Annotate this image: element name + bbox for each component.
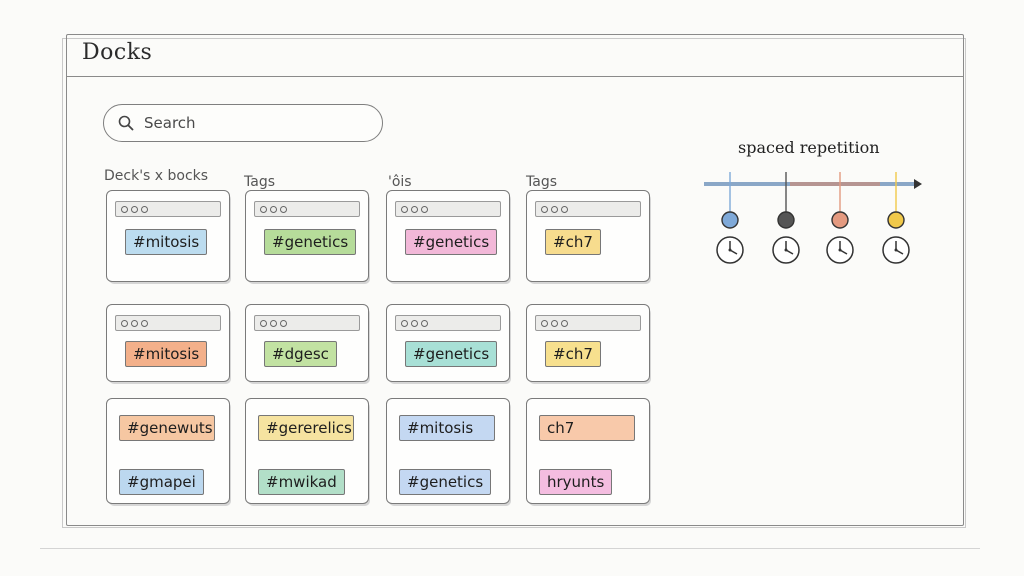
tag-chip[interactable]: #genetics (264, 229, 357, 255)
tag-chip[interactable]: hryunts (539, 469, 613, 495)
timeline-title: spaced repetition (738, 138, 880, 157)
window-dot-icon (561, 319, 568, 327)
window-dot-icon (280, 205, 287, 213)
clock-icon (826, 236, 854, 264)
card-title-bar (535, 315, 641, 331)
tag-chip[interactable]: #ch7 (545, 229, 601, 255)
window-dot-icon (551, 319, 558, 327)
tag-chip[interactable]: #dgesc (264, 341, 337, 367)
tag-chip[interactable]: ch7 (539, 415, 635, 441)
window-dot-icon (131, 205, 138, 213)
tag-chip[interactable]: #genewuts (119, 415, 215, 441)
tag-chip[interactable]: #mitosis (125, 341, 208, 367)
tag-chip[interactable]: #gmapei (119, 469, 204, 495)
app-window (66, 34, 964, 526)
window-dot-icon (121, 319, 128, 327)
app-title: Docks (82, 40, 153, 65)
window-dot-icon (551, 205, 558, 213)
card-title-bar (115, 315, 221, 331)
card-title-bar (395, 315, 501, 331)
deck-card[interactable]: #ch7 (526, 304, 650, 382)
tag-chip[interactable]: #genetics (405, 229, 498, 255)
timeline-marker-dot[interactable] (887, 211, 905, 229)
tag-chip[interactable]: #genetics (405, 341, 498, 367)
header-divider (66, 76, 964, 77)
deck-card[interactable]: #dgesc (245, 304, 369, 382)
deck-card[interactable]: #mitosis #genetics (386, 398, 510, 504)
spaced-repetition-timeline (704, 172, 922, 264)
timeline-arrow-icon (914, 179, 922, 189)
window-dot-icon (260, 319, 267, 327)
timeline-marker-dot[interactable] (721, 211, 739, 229)
column-label-tags-2: Tags (526, 174, 557, 190)
tag-chip[interactable]: #gererelics (258, 415, 354, 441)
tag-chip[interactable]: #genetics (399, 469, 492, 495)
window-dot-icon (141, 319, 148, 327)
deck-card[interactable]: #genetics (245, 190, 369, 282)
deck-card[interactable]: #mitosis (106, 190, 230, 282)
deck-card[interactable]: #gererelics #mwikad (245, 398, 369, 504)
search-box[interactable] (103, 104, 383, 142)
card-title-bar (254, 201, 360, 217)
timeline-marker-dot[interactable] (777, 211, 795, 229)
search-icon (118, 115, 134, 131)
timeline-marker-dot[interactable] (831, 211, 849, 229)
window-dot-icon (401, 205, 408, 213)
tag-chip[interactable]: #mitosis (125, 229, 208, 255)
card-title-bar (395, 201, 501, 217)
card-title-bar (254, 315, 360, 331)
deck-card[interactable]: #ch7 (526, 190, 650, 282)
window-dot-icon (270, 205, 277, 213)
deck-card[interactable]: ch7 hryunts (526, 398, 650, 504)
search-input[interactable] (142, 113, 346, 133)
column-label-3: 'ôis (388, 174, 412, 190)
window-dot-icon (141, 205, 148, 213)
tag-chip[interactable]: #mwikad (258, 469, 345, 495)
card-title-bar (115, 201, 221, 217)
window-dot-icon (121, 205, 128, 213)
deck-card[interactable]: #genewuts #gmapei (106, 398, 230, 504)
deck-card[interactable]: #mitosis (106, 304, 230, 382)
clock-icon (882, 236, 910, 264)
column-label-tags: Tags (244, 174, 275, 190)
deck-card[interactable]: #genetics (386, 190, 510, 282)
window-dot-icon (421, 205, 428, 213)
window-dot-icon (411, 205, 418, 213)
window-dot-icon (411, 319, 418, 327)
window-dot-icon (561, 205, 568, 213)
window-dot-icon (280, 319, 287, 327)
window-dot-icon (541, 319, 548, 327)
deck-card[interactable]: #genetics (386, 304, 510, 382)
window-dot-icon (401, 319, 408, 327)
window-dot-icon (260, 205, 267, 213)
column-label-decks: Deck's x bocks (104, 168, 209, 184)
card-title-bar (535, 201, 641, 217)
bottom-divider (40, 548, 980, 549)
tag-chip[interactable]: #ch7 (545, 341, 601, 367)
clock-icon (772, 236, 800, 264)
clock-icon (716, 236, 744, 264)
tag-chip[interactable]: #mitosis (399, 415, 495, 441)
window-dot-icon (421, 319, 428, 327)
window-dot-icon (270, 319, 277, 327)
window-dot-icon (131, 319, 138, 327)
window-dot-icon (541, 205, 548, 213)
